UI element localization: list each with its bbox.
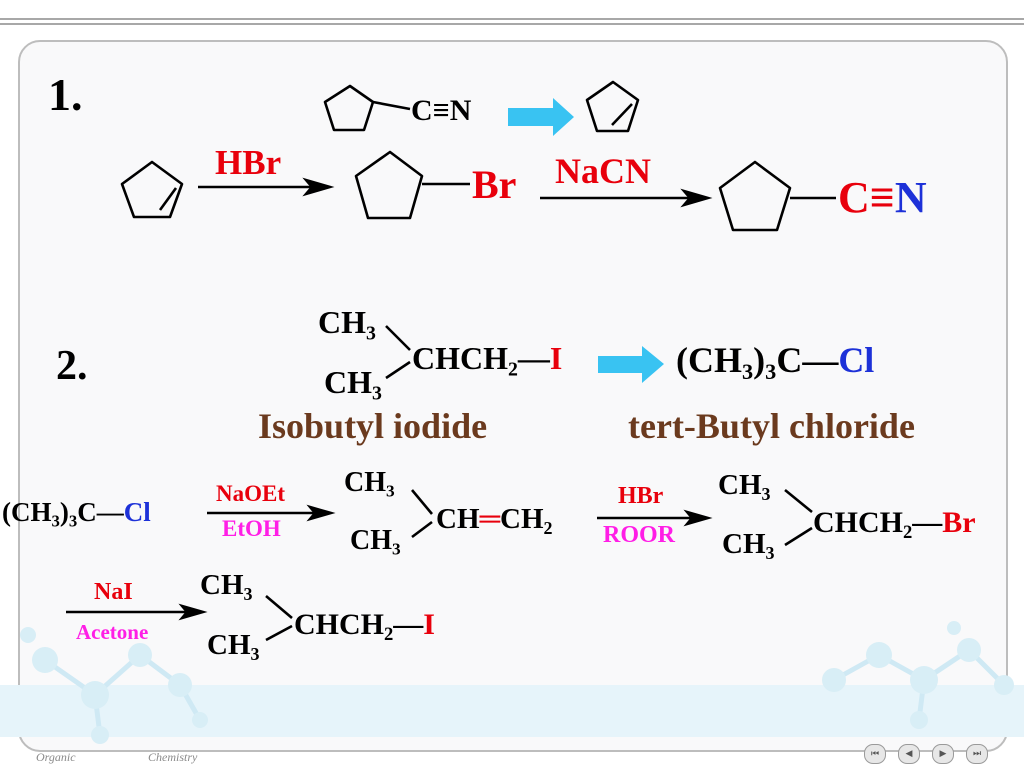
reagent-nacn: NaCN	[555, 151, 651, 191]
reagent-acetone: Acetone	[76, 620, 149, 644]
final-n-label: N	[894, 173, 927, 222]
footer-band	[0, 685, 1024, 737]
cyan-arrow-2	[598, 346, 664, 383]
first-slide-button[interactable]: ⏮	[864, 744, 886, 764]
iodide-ch3-top: CH3	[200, 569, 253, 604]
next-slide-button[interactable]: ▶	[932, 744, 954, 764]
reagent-naoet: NaOEt	[216, 481, 285, 506]
last-slide-button[interactable]: ⏭	[966, 744, 988, 764]
step-number-2: 2.	[56, 343, 88, 389]
goal-n-label: N	[449, 94, 472, 127]
goal-iodine: I	[549, 340, 563, 376]
cyclopentene-ring	[120, 160, 184, 219]
final-triple-bond: ≡	[869, 173, 895, 222]
molecule-decoration-left	[20, 627, 208, 744]
step-number-1: 1.	[48, 69, 83, 120]
cyclopentane-ring-bromide	[354, 150, 424, 220]
goal-ch3-top: CH3	[318, 304, 376, 345]
footer-organic: Organic	[36, 750, 76, 764]
bromide-bromine: Br	[942, 506, 976, 539]
final-c-label: C	[838, 173, 870, 222]
bromide-br-label: Br	[472, 162, 517, 207]
cyclopentane-ring-nitrile	[718, 160, 792, 232]
alkene-double-bond: ═	[479, 503, 501, 535]
bromide-ch3-top: CH3	[718, 469, 771, 504]
bromide-chain: CHCH2—Br	[813, 506, 976, 543]
top-rule-2	[0, 23, 1024, 25]
iodide-chain: CHCH2—I	[294, 608, 435, 645]
final-nitrile: C≡N	[838, 176, 927, 220]
target-chlorine: Cl	[838, 340, 875, 380]
cyclopentane-ring-small	[323, 84, 375, 132]
label-tert-butyl-chloride: tert-Butyl chloride	[628, 406, 915, 446]
bromide-ch3-bottom: CH3	[722, 528, 775, 563]
goal-chain: CHCH2—I	[412, 340, 563, 381]
goal-triple-bond: ≡	[432, 94, 450, 127]
goal-ch3-bottom: CH3	[324, 364, 382, 405]
goal-nitrile: C≡N	[411, 96, 471, 126]
label-isobutyl-iodide: Isobutyl iodide	[258, 406, 488, 446]
reagent-hbr-2: HBr	[618, 483, 664, 509]
cyan-arrow-1	[508, 98, 574, 136]
start-tert-butyl-chloride: (CH3)3C—Cl	[2, 497, 151, 531]
reagent-roor: ROOR	[603, 522, 675, 548]
goal-c-label: C	[411, 94, 433, 127]
alkene-chain: CH═CH2	[436, 503, 553, 538]
alkene-ch3-bottom: CH3	[350, 525, 401, 559]
reagent-nai: NaI	[94, 579, 133, 605]
previous-slide-button[interactable]: ◀	[898, 744, 920, 764]
cyclopentene-ring-small	[585, 80, 640, 133]
reagent-hbr-1: HBr	[215, 143, 282, 182]
iodide-ch3-bottom: CH3	[207, 629, 260, 664]
start-chlorine: Cl	[123, 497, 151, 527]
footer-chemistry: Chemistry	[148, 750, 198, 764]
content-panel	[18, 40, 1008, 752]
top-rule-1	[0, 18, 1024, 20]
alkene-ch3-top: CH3	[344, 467, 395, 501]
molecule-decoration-right	[822, 621, 1014, 729]
target-tert-butyl-chloride: (CH3)3C—Cl	[676, 340, 875, 385]
iodide-iodine: I	[423, 608, 435, 641]
reagent-etoh: EtOH	[222, 516, 281, 541]
